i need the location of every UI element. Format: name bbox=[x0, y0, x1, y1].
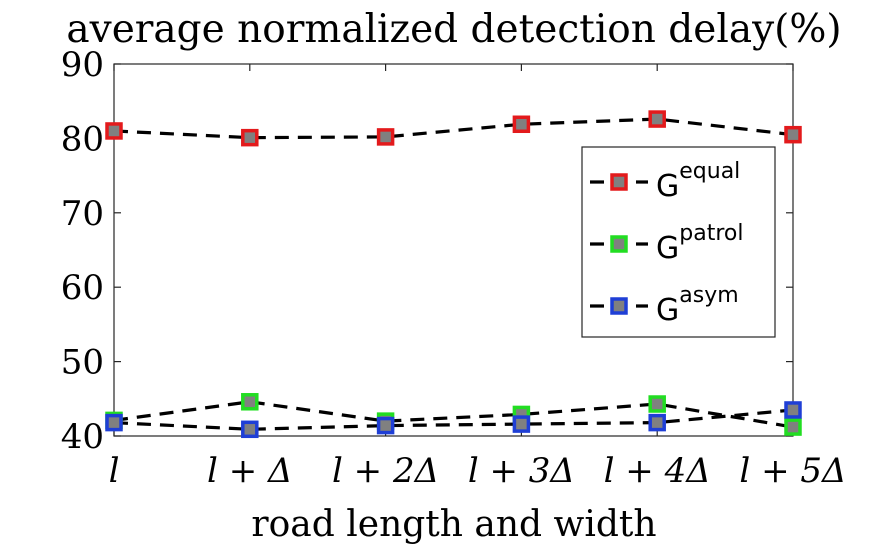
series-equal bbox=[105, 110, 802, 147]
x-tick-label: l + 4Δ bbox=[604, 451, 711, 491]
x-tick-label: l + 2Δ bbox=[332, 451, 439, 491]
y-tick-label: 80 bbox=[61, 119, 104, 159]
data-point-patrol bbox=[241, 393, 259, 411]
data-point-asym bbox=[784, 401, 802, 419]
legend-marker bbox=[610, 297, 628, 315]
data-point-equal bbox=[376, 128, 395, 146]
x-tick-label: l + Δ bbox=[207, 451, 293, 491]
data-point-equal bbox=[784, 125, 802, 144]
legend-label-superscript: asym bbox=[679, 283, 738, 308]
legend-marker bbox=[610, 173, 628, 191]
y-tick-label: 70 bbox=[61, 194, 104, 234]
x-axis: l l + Δ l + 2Δ l + 3Δ l + 4Δ l + 5Δ bbox=[109, 64, 847, 491]
x-tick-label: l + 3Δ bbox=[468, 451, 575, 491]
y-tick-label: 40 bbox=[61, 417, 104, 457]
legend-marker bbox=[610, 235, 628, 253]
chart-title: average normalized detection delay(%) bbox=[66, 7, 841, 52]
x-tick-label: l + 5Δ bbox=[739, 451, 846, 491]
data-point-asym bbox=[512, 415, 531, 433]
legend-label-superscript: equal bbox=[679, 159, 740, 184]
x-tick-label: l bbox=[109, 451, 120, 491]
x-axis-label: road length and width bbox=[251, 504, 656, 545]
data-point-asym bbox=[648, 413, 666, 432]
y-tick-label: 50 bbox=[61, 343, 104, 383]
series-group bbox=[105, 110, 802, 439]
y-axis: 40 50 60 70 80 90 bbox=[61, 45, 793, 457]
data-point-equal bbox=[648, 110, 666, 128]
data-point-patrol bbox=[648, 395, 666, 413]
data-point-equal bbox=[512, 115, 531, 134]
y-tick-label: 60 bbox=[61, 268, 104, 308]
series-asym bbox=[105, 401, 802, 439]
y-tick-label: 90 bbox=[61, 45, 104, 85]
data-point-asym bbox=[105, 413, 123, 432]
data-point-asym bbox=[241, 420, 259, 439]
data-point-asym bbox=[376, 416, 395, 435]
data-point-equal bbox=[105, 122, 123, 140]
legend-label-superscript: patrol bbox=[679, 221, 743, 246]
data-point-equal bbox=[241, 128, 259, 147]
data-point-patrol bbox=[784, 418, 802, 436]
